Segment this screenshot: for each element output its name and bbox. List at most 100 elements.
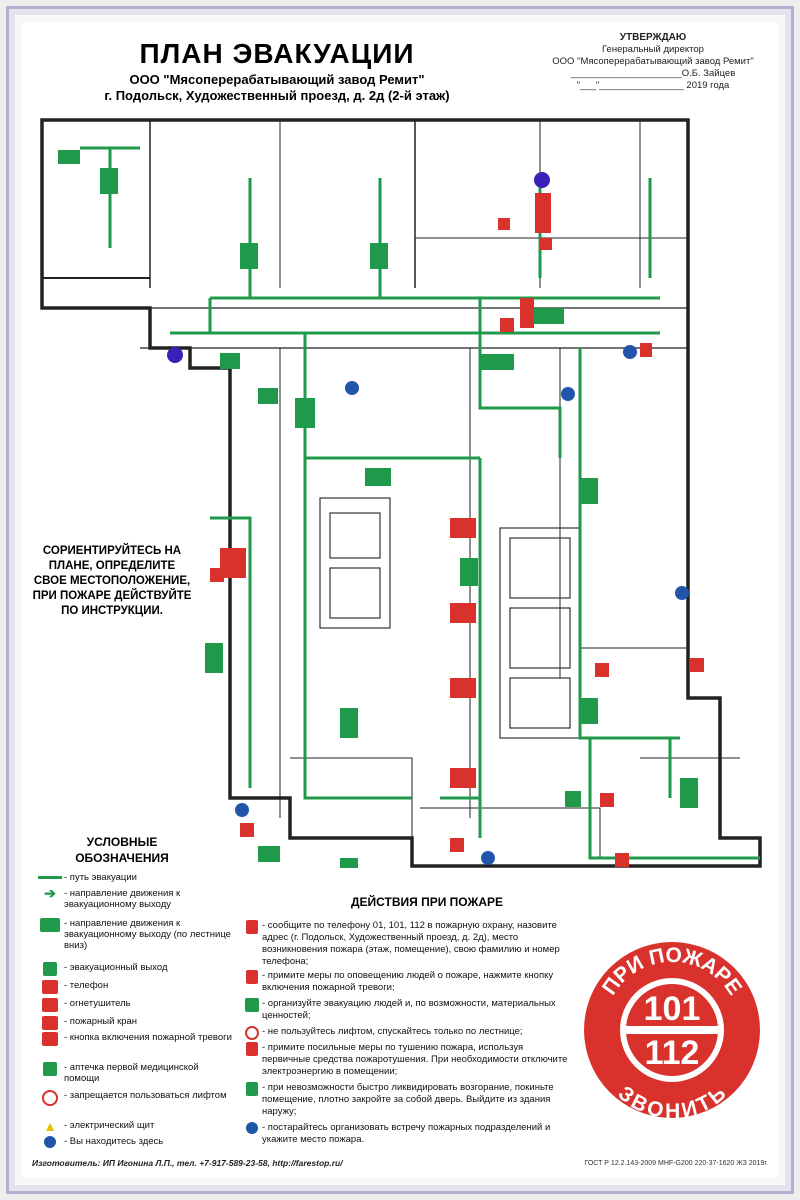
exit-signs	[58, 150, 698, 868]
legend-title: УСЛОВНЫЕ ОБОЗНАЧЕНИЯ	[75, 835, 169, 865]
legend-item: - кнопка включения пожарной тревоги	[36, 1032, 236, 1046]
alarm-button-icon	[540, 238, 552, 250]
fire-hydrant-icon	[450, 518, 476, 538]
you-are-here-icon	[623, 345, 637, 359]
legend-item: - пожарный кран	[36, 1016, 236, 1030]
first-aid-icon	[43, 1062, 57, 1076]
alarm-button-icon	[42, 1032, 58, 1046]
you-are-here-icon	[167, 347, 183, 363]
exit-direction-icon	[245, 998, 259, 1012]
no-elevator-icon	[245, 1026, 259, 1040]
action-item: - при невозможности быстро ликвидировать…	[242, 1082, 572, 1118]
legend-item: - телефон	[36, 980, 236, 994]
alarm-button-icon	[498, 218, 510, 230]
actions-title: ДЕЙСТВИЯ ПРИ ПОЖАРЕ	[350, 895, 504, 909]
fire-equipment	[210, 193, 704, 867]
extinguisher-icon	[246, 1042, 258, 1056]
legend-item: ▲ - электрический щит	[43, 1118, 155, 1134]
approval-date: "___"________________ 2019 года	[576, 80, 730, 91]
exit-sign-icon	[295, 398, 315, 428]
action-item: - организуйте эвакуацию людей и, по возм…	[242, 998, 572, 1022]
exit-sign-icon	[340, 858, 358, 868]
footer-maker: Изготовитель: ИП Игонина Л.П., тел. +7-9…	[32, 1158, 343, 1168]
fire-call-badge: ПРИ ПОЖАРЕ ЗВОНИТЬ 101 112	[584, 942, 760, 1120]
fire-hydrant-icon	[450, 678, 476, 698]
evacuation-paths	[80, 146, 760, 860]
floor-plan-walls	[40, 118, 762, 868]
fire-hydrant-icon	[450, 768, 476, 788]
alarm-button-icon	[240, 823, 254, 837]
legend-item: - направление движения к эвакуационному …	[36, 918, 236, 951]
exit-sign-icon	[460, 558, 478, 586]
exit-sign-icon	[370, 243, 388, 269]
stairs-down-icon	[40, 918, 60, 932]
you-are-here-icon	[561, 387, 575, 401]
action-item: - примите посильные меры по тушению пожа…	[242, 1042, 572, 1078]
action-item: - сообщите по телефону 01, 101, 112 в по…	[242, 920, 572, 968]
exit-sign-icon	[340, 708, 358, 738]
action-item: - не пользуйтесь лифтом, спускайтесь тол…	[242, 1026, 572, 1040]
footer-standard: ГОСТ Р 12.2.143-2009 МНF-G200 220-37-162…	[584, 1160, 768, 1167]
exit-sign-icon	[240, 243, 258, 269]
fire-hydrant-icon	[450, 603, 476, 623]
badge-number-101: 101	[644, 990, 701, 1028]
extinguisher-icon	[595, 663, 609, 677]
you-are-here-icon	[44, 1136, 56, 1148]
legend-item: ➔ - направление движения к эвакуационном…	[44, 885, 181, 910]
no-elevator-icon	[42, 1090, 58, 1106]
extinguisher-icon	[690, 658, 704, 672]
approval-signature: _____________________О.Б. Зайцев	[570, 68, 736, 79]
evac-path-icon	[38, 876, 62, 879]
exit-sign-icon	[258, 388, 278, 404]
alarm-button-icon	[210, 568, 224, 582]
evacuation-plan-sheet: ПЛАН ЭВАКУАЦИИ ООО "Мясоперерабатывающий…	[22, 22, 778, 1178]
exit-sign-icon	[205, 643, 223, 673]
emergency-exit-icon	[43, 962, 57, 976]
exit-sign-icon	[220, 353, 240, 369]
extinguisher-icon	[600, 793, 614, 807]
you-are-here-icon	[235, 803, 249, 817]
phone-icon	[246, 920, 258, 934]
orientation-instruction: СОРИЕНТИРУЙТЕСЬ НА ПЛАНЕ, ОПРЕДЕЛИТЕ СВО…	[32, 545, 192, 617]
approval-position: Генеральный директор	[602, 44, 704, 55]
fire-hydrant-icon	[42, 1016, 58, 1030]
exit-sign-icon	[258, 846, 280, 862]
first-aid-icon	[565, 791, 581, 807]
action-item: - примите меры по оповещению людей о пож…	[242, 970, 572, 994]
exit-sign-icon	[530, 308, 564, 324]
legend-item: - огнетушитель	[36, 998, 236, 1012]
exit-sign-icon	[680, 778, 698, 808]
extinguisher-icon	[500, 318, 514, 332]
floor-plan	[40, 118, 762, 868]
exit-sign-icon	[100, 168, 118, 194]
legend-item: - аптечка первой медицинской помощи	[36, 1062, 236, 1084]
fire-hydrant-icon	[220, 548, 246, 578]
badge-divider	[626, 1026, 718, 1034]
phone-icon	[42, 980, 58, 994]
alarm-button-icon	[246, 970, 258, 984]
fire-hydrant-icon	[520, 298, 534, 328]
legend-item: - Вы находитесь здесь	[36, 1136, 236, 1148]
you-are-here-icon	[345, 381, 359, 395]
info-icon	[246, 1122, 258, 1134]
you-are-here-markers	[167, 172, 689, 865]
legend-item: - запрещается пользоваться лифтом	[36, 1090, 236, 1106]
plan-organization: ООО "Мясоперерабатывающий завод Ремит"	[129, 72, 425, 87]
action-item: - постарайтесь организовать встречу пожа…	[242, 1122, 572, 1146]
emergency-exit-icon	[246, 1082, 258, 1096]
electric-panel-icon: ▲	[43, 1118, 57, 1134]
storage-racks	[319, 497, 581, 739]
you-are-here-icon	[675, 586, 689, 600]
fire-hydrant-icon	[535, 193, 551, 233]
exit-sign-icon	[580, 478, 598, 504]
legend-item: - путь эвакуации	[36, 872, 236, 883]
extinguisher-icon	[450, 838, 464, 852]
you-are-here-icon	[481, 851, 495, 865]
exit-direction-icon: ➔	[44, 885, 56, 901]
exit-sign-icon	[480, 354, 514, 370]
plan-address: г. Подольск, Художественный проезд, д. 2…	[104, 88, 450, 103]
legend-item: - эвакуационный выход	[36, 962, 236, 976]
approval-block: УТВЕРЖДАЮ Генеральный директор ООО "Мясо…	[538, 32, 768, 92]
extinguisher-icon	[615, 853, 629, 867]
approval-org: ООО "Мясоперерабатывающий завод Ремит"	[552, 56, 754, 67]
